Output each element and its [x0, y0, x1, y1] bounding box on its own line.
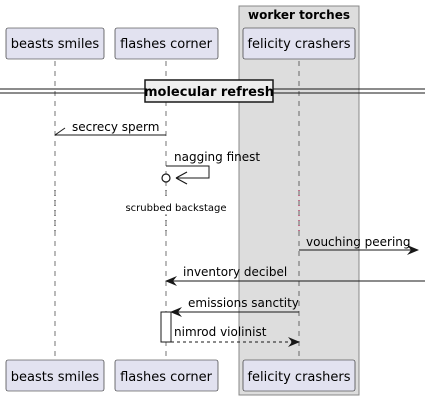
message-nimrod-violinist: nimrod violinist — [171, 325, 300, 347]
message-emissions-sanctity: emissions sanctity — [170, 296, 299, 317]
activation-bar — [160, 311, 172, 343]
svg-text:secrecy sperm: secrecy sperm — [72, 120, 159, 134]
svg-text:beasts smiles: beasts smiles — [11, 37, 100, 52]
svg-text:flashes corner: flashes corner — [120, 370, 213, 385]
delay-label: scrubbed backstage — [125, 203, 226, 214]
svg-text:emissions sanctity: emissions sanctity — [188, 296, 299, 310]
svg-text:flashes corner: flashes corner — [120, 37, 213, 52]
svg-text:felicity crashers: felicity crashers — [247, 37, 350, 52]
message-inventory-decibel: inventory decibel — [165, 265, 425, 286]
participant-beasts-smiles-bottom[interactable]: beasts smiles — [5, 359, 105, 392]
participant-flashes-corner-bottom[interactable]: flashes corner — [114, 359, 219, 392]
svg-text:nimrod violinist: nimrod violinist — [174, 325, 267, 339]
message-vouching-peering: vouching peering — [299, 235, 419, 255]
delay-section: scrubbed backstage — [54, 190, 300, 232]
participant-group-box: worker torches — [238, 5, 360, 396]
participant-felicity-crashers-bottom[interactable]: felicity crashers — [242, 359, 356, 392]
svg-text:vouching peering: vouching peering — [306, 235, 411, 249]
svg-text:felicity crashers: felicity crashers — [247, 370, 350, 385]
message-nagging-finest: nagging finest — [161, 150, 260, 185]
participant-beasts-smiles-top[interactable]: beasts smiles — [5, 27, 105, 60]
divider: molecular refresh — [0, 79, 425, 103]
svg-text:beasts smiles: beasts smiles — [11, 370, 100, 385]
svg-text:inventory decibel: inventory decibel — [183, 265, 287, 279]
svg-text:nagging finest: nagging finest — [174, 150, 260, 164]
message-secrecy-sperm: secrecy sperm — [54, 120, 166, 136]
participant-felicity-crashers-top[interactable]: felicity crashers — [242, 27, 356, 60]
participant-flashes-corner-top[interactable]: flashes corner — [114, 27, 219, 60]
group-box-title: worker torches — [248, 8, 350, 22]
divider-title: molecular refresh — [144, 85, 274, 100]
